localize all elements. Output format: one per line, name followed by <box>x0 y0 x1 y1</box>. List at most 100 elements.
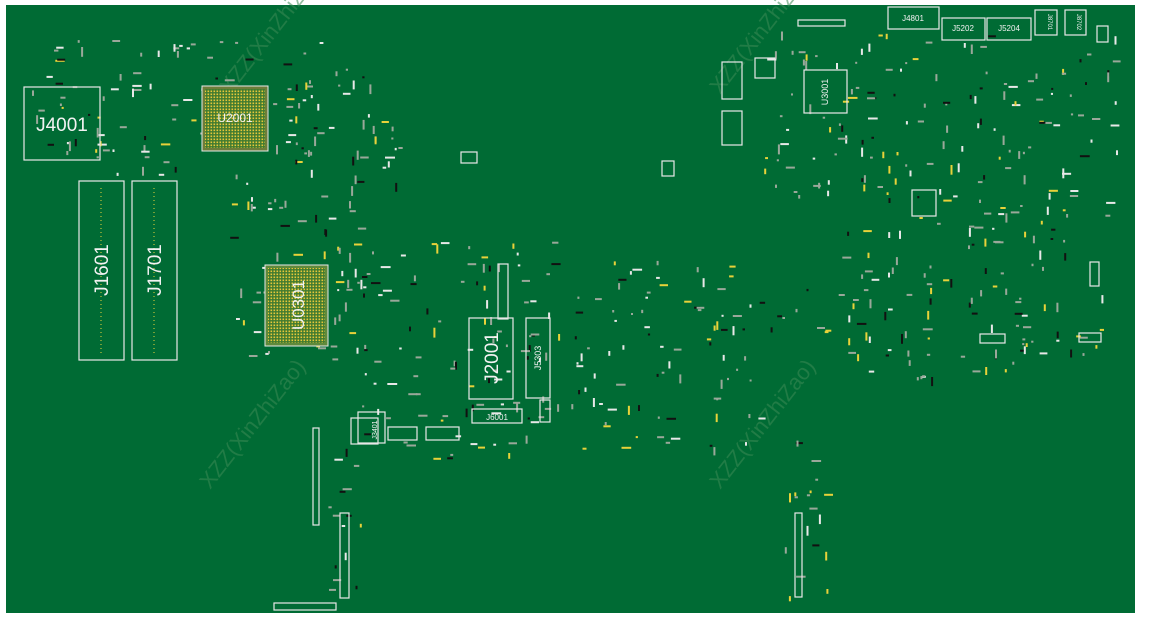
smd-part <box>484 318 486 325</box>
smd-part <box>618 283 621 290</box>
smd-part <box>362 276 368 278</box>
smd-part <box>369 84 372 95</box>
smd-part <box>328 126 335 129</box>
smd-part <box>1039 250 1042 260</box>
smd-part <box>727 377 729 381</box>
smd-part <box>374 360 382 363</box>
smd-part <box>1082 353 1085 356</box>
smd-part <box>795 308 798 313</box>
smd-part <box>354 268 357 278</box>
smd-part <box>334 317 337 325</box>
component-j2001[interactable]: J2001 <box>468 317 514 400</box>
smd-part <box>1020 349 1024 352</box>
smd-part <box>295 161 303 163</box>
smd-part <box>77 40 80 43</box>
smd-part <box>344 552 347 561</box>
smd-part <box>827 190 830 197</box>
smd-part <box>1069 195 1079 197</box>
smd-part <box>1050 238 1054 240</box>
smd-part <box>356 347 359 354</box>
smd-part <box>455 435 462 438</box>
component-u0301[interactable]: U0301 <box>264 264 329 347</box>
label-u0301: U0301 <box>289 280 308 330</box>
component-u3001[interactable]: U3001 <box>803 69 848 114</box>
smd-part <box>476 403 485 406</box>
smd-part <box>494 378 503 381</box>
smd-part <box>469 385 475 388</box>
smd-part <box>356 150 359 160</box>
smd-part <box>527 417 530 420</box>
smd-part <box>863 184 866 192</box>
component-j1601[interactable]: J1601 <box>78 180 125 361</box>
smd-part <box>847 96 858 99</box>
smd-part <box>927 310 930 320</box>
smd-part <box>1056 302 1059 313</box>
smd-part <box>868 43 871 52</box>
smd-part <box>149 83 152 90</box>
smd-part <box>442 415 449 418</box>
smd-part <box>793 191 798 193</box>
smd-part <box>837 137 848 140</box>
component-j5303[interactable]: J5303 <box>525 317 551 399</box>
smd-part <box>786 128 790 131</box>
component-j4001[interactable]: J4001 <box>23 86 101 161</box>
smd-part <box>848 315 851 323</box>
component-j1701[interactable]: J1701 <box>131 180 178 361</box>
smd-part <box>656 260 659 266</box>
smd-part <box>313 127 318 130</box>
smd-part <box>552 241 559 244</box>
smd-part <box>888 232 891 238</box>
smd-part <box>863 289 869 292</box>
smd-part <box>486 300 489 309</box>
smd-part <box>855 61 858 64</box>
smd-part <box>337 246 340 251</box>
smd-part <box>142 166 144 176</box>
smd-part <box>984 212 992 215</box>
smd-part <box>891 267 894 274</box>
smd-part <box>310 95 313 99</box>
smd-part <box>1079 336 1088 339</box>
smd-part <box>236 318 240 320</box>
smd-part <box>1101 295 1104 304</box>
smd-part <box>926 283 933 286</box>
smd-part <box>992 227 995 230</box>
smd-part <box>1085 82 1087 85</box>
component-j8702[interactable]: J8702 <box>1064 9 1087 36</box>
smd-part <box>286 105 294 108</box>
component-u2001[interactable]: U2001 <box>201 85 269 152</box>
smd-part <box>993 240 1001 243</box>
smd-part <box>98 134 105 137</box>
smd-part <box>968 245 970 250</box>
smd-part <box>657 416 660 419</box>
smd-part <box>732 326 735 336</box>
component-j5202[interactable]: J5202 <box>941 17 986 41</box>
smd-part <box>436 244 439 254</box>
smd-part <box>673 348 682 351</box>
smd-part <box>684 300 692 303</box>
smd-part <box>332 358 339 361</box>
smd-part <box>627 405 630 415</box>
smd-part <box>621 446 632 449</box>
label-j8701: J8701 <box>1046 14 1052 31</box>
smd-part <box>133 72 142 75</box>
smd-part <box>980 45 987 48</box>
component-j5204[interactable]: J5204 <box>986 17 1032 41</box>
smd-part <box>767 58 777 61</box>
smd-part <box>822 116 826 119</box>
smd-part <box>1107 72 1110 83</box>
component-j8701[interactable]: J8701 <box>1034 9 1058 36</box>
component-j4801[interactable]: J4801 <box>887 6 940 30</box>
component-j6001[interactable]: J6001 <box>471 408 523 424</box>
smd-part <box>450 367 456 370</box>
smd-part <box>647 333 651 336</box>
smd-part <box>357 180 365 183</box>
smd-part <box>888 165 891 174</box>
smd-part <box>68 141 71 152</box>
smd-part <box>342 92 351 95</box>
smd-part <box>248 355 258 357</box>
smd-part <box>868 117 878 120</box>
smd-part <box>922 375 925 378</box>
smd-part <box>295 142 298 146</box>
component-j3401[interactable]: J3401 <box>350 411 386 445</box>
